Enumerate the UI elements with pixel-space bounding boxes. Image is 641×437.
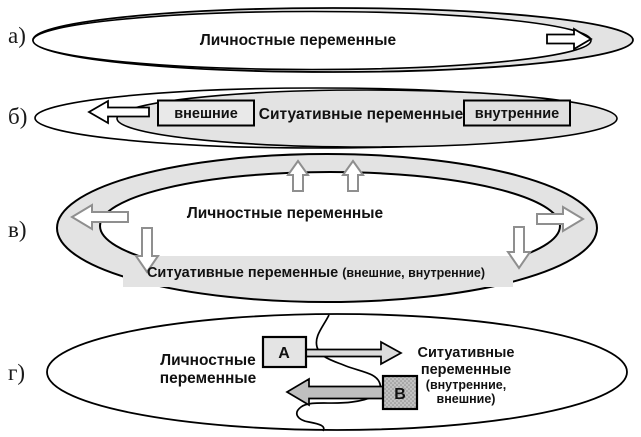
g-left-text-line1: Личностные [160, 352, 256, 369]
g-right-text-line1: Ситуативные [418, 345, 515, 361]
b-internal-box-label: внутренние [475, 106, 559, 122]
g-box-b-label: В [394, 386, 406, 403]
g-box-b [381, 374, 419, 411]
g-right-text-line3: (внутренние, [426, 378, 506, 392]
v-band-rect [123, 256, 513, 287]
b-arrow-left-icon [87, 99, 150, 125]
section-a-label: а) [8, 23, 26, 48]
g-ellipse [46, 313, 628, 431]
g-box-a-label: А [278, 345, 290, 362]
section-b-label: б) [8, 104, 27, 129]
v-arrow-down-icon-2 [506, 226, 532, 270]
b-internal-box [463, 99, 571, 127]
g-left-text-line2: переменные [160, 370, 257, 387]
v-band-text-paren: (внешние, внутренние) [342, 266, 485, 280]
v-band-text: Ситуативные переменные (внешние, внутренн… [147, 265, 485, 281]
b-center-text: Ситуативные переменные [259, 106, 464, 123]
section-g-label: г) [8, 360, 25, 385]
a-arrow-right-icon [546, 27, 593, 51]
v-arrow-left-icon [70, 203, 129, 231]
v-arrow-up-icon-1 [286, 159, 310, 192]
b-external-box [157, 99, 255, 127]
a-inner-ellipse [32, 10, 592, 71]
g-right-text-line2: переменные [421, 362, 511, 378]
g-right-text-line4: внешние) [437, 392, 496, 406]
v-arrow-right-icon [536, 205, 585, 233]
v-band-text-main: Ситуативные переменные [147, 265, 338, 281]
g-arrow-a-right-icon [305, 340, 403, 366]
g-arrow-b-left-icon [285, 377, 385, 407]
g-box-a [261, 335, 308, 369]
v-arrow-up-icon-2 [341, 159, 365, 192]
v-arrow-down-icon-1 [134, 227, 160, 274]
section-v-label: в) [8, 217, 27, 242]
v-center-text: Личностные переменные [187, 205, 384, 222]
b-external-box-label: внешние [174, 106, 238, 122]
a-ellipse-text: Личностные переменные [200, 32, 397, 49]
